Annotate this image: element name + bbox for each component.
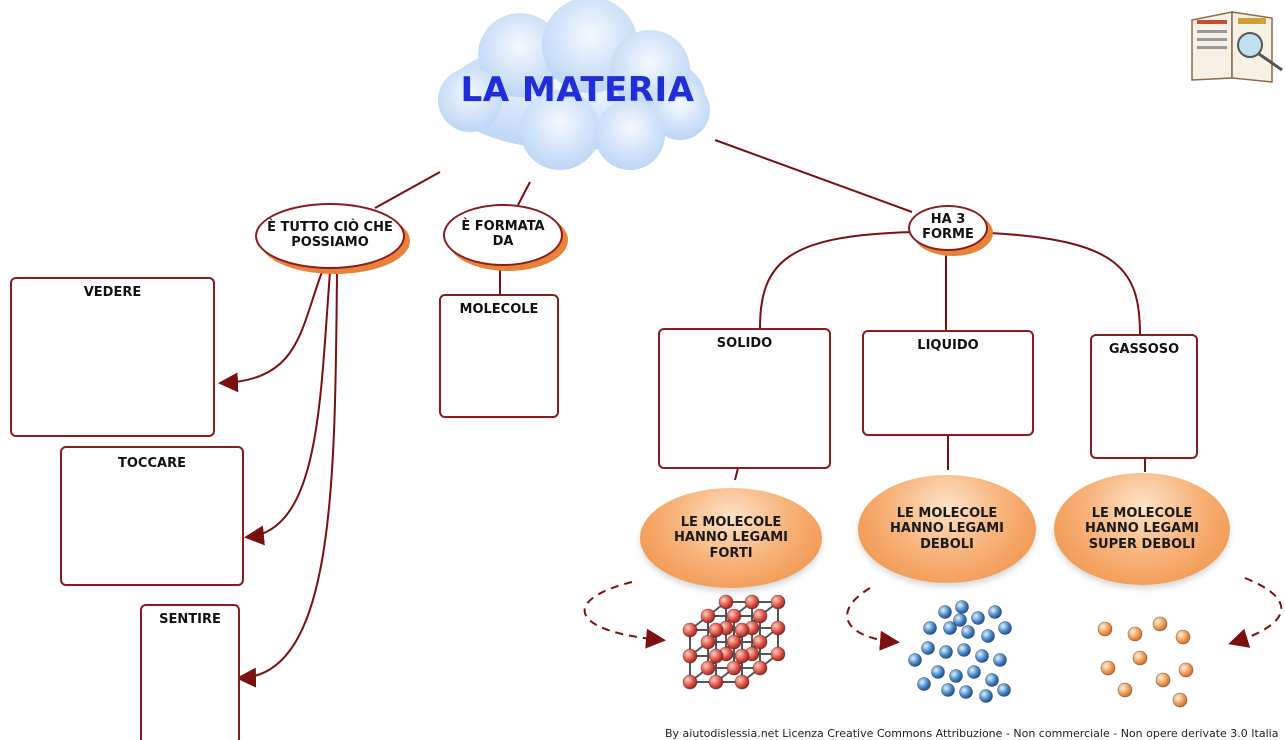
atom	[708, 674, 724, 690]
atom	[752, 634, 768, 650]
atom	[1155, 672, 1171, 688]
atom	[700, 608, 716, 624]
atom	[997, 683, 1011, 697]
atom	[1100, 660, 1116, 676]
license-credit: By aiutodislessia.net Licenza Creative C…	[665, 727, 1279, 740]
atom	[953, 613, 967, 627]
atom	[971, 611, 985, 625]
state-gas-label: GASSOSO	[1108, 342, 1180, 357]
atom	[967, 665, 981, 679]
atom	[959, 685, 973, 699]
atom	[981, 629, 995, 643]
atom	[734, 622, 750, 638]
atom	[957, 643, 971, 657]
branch-composed-label: È FORMATA DA	[461, 219, 545, 249]
sense-touch-label: TOCCARE	[118, 456, 186, 471]
atom	[1175, 629, 1191, 645]
atom	[708, 648, 724, 664]
title-cloud	[438, 0, 710, 170]
atom	[923, 621, 937, 635]
atom	[943, 621, 957, 635]
atom	[744, 594, 760, 610]
molecule-card: MOLECOLE	[439, 294, 559, 418]
state-solid-label: SOLIDO	[716, 336, 773, 351]
atom	[708, 622, 724, 638]
atom	[921, 641, 935, 655]
state-liquid-label: LIQUIDO	[917, 338, 979, 353]
atom	[1132, 650, 1148, 666]
solid-lattice-illustration	[682, 594, 786, 690]
atom	[770, 620, 786, 636]
atom	[931, 665, 945, 679]
atom	[734, 648, 750, 664]
liquid-molecules-illustration	[908, 600, 1012, 703]
branch-perceive: È TUTTO CIÒ CHE POSSIAMO	[255, 203, 405, 269]
atom	[682, 674, 698, 690]
molecule-label: MOLECOLE	[459, 302, 539, 317]
atom	[1172, 692, 1188, 708]
bond-pill-solid: LE MOLECOLE HANNO LEGAMI FORTI	[640, 488, 822, 588]
atom	[1178, 662, 1194, 678]
atom	[726, 634, 742, 650]
branch-perceive-label: È TUTTO CIÒ CHE POSSIAMO	[267, 220, 393, 250]
atom	[998, 621, 1012, 635]
state-card-solid: SOLIDO	[658, 328, 831, 469]
atom	[949, 669, 963, 683]
map-title: LA MATERIA	[460, 70, 695, 110]
atom	[979, 689, 993, 703]
connector-lines	[218, 139, 1146, 688]
atom	[975, 649, 989, 663]
atom	[700, 634, 716, 650]
sense-card-see: VEDERE	[10, 277, 215, 437]
dashed-arrows	[583, 577, 1283, 651]
atom	[682, 648, 698, 664]
atom	[734, 674, 750, 690]
atom	[961, 625, 975, 639]
atom	[718, 594, 734, 610]
sense-card-touch: TOCCARE	[60, 446, 244, 586]
atom	[1152, 616, 1168, 632]
sense-see-label: VEDERE	[83, 285, 142, 300]
atom	[726, 608, 742, 624]
atom	[682, 622, 698, 638]
atom	[1127, 626, 1143, 642]
bond-pill-liquid: LE MOLECOLE HANNO LEGAMI DEBOLI	[858, 475, 1036, 583]
atom	[941, 683, 955, 697]
branch-forms-label: HA 3 FORME	[922, 212, 974, 242]
atom	[908, 653, 922, 667]
atom	[770, 646, 786, 662]
atom	[770, 594, 786, 610]
atom	[1097, 621, 1113, 637]
atom	[938, 605, 952, 619]
book-logo	[1191, 11, 1283, 83]
atom	[988, 605, 1002, 619]
atom	[993, 653, 1007, 667]
atom	[939, 645, 953, 659]
atom	[700, 660, 716, 676]
sense-card-hear: SENTIRE	[140, 604, 240, 740]
state-card-liquid: LIQUIDO	[862, 330, 1034, 436]
bond-pill-gas: LE MOLECOLE HANNO LEGAMI SUPER DEBOLI	[1054, 473, 1230, 585]
atom	[917, 677, 931, 691]
atom	[985, 673, 999, 687]
atom	[752, 608, 768, 624]
branch-forms: HA 3 FORME	[908, 205, 988, 251]
sense-hear-label: SENTIRE	[159, 612, 221, 627]
atom	[955, 600, 969, 614]
state-card-gas: GASSOSO	[1090, 334, 1198, 459]
bond-liquid-label: LE MOLECOLE HANNO LEGAMI DEBOLI	[890, 505, 1004, 552]
branch-composed: È FORMATA DA	[443, 204, 563, 266]
bond-gas-label: LE MOLECOLE HANNO LEGAMI SUPER DEBOLI	[1085, 505, 1199, 552]
atom	[752, 660, 768, 676]
atom	[1117, 682, 1133, 698]
atom	[726, 660, 742, 676]
bond-solid-label: LE MOLECOLE HANNO LEGAMI FORTI	[674, 514, 788, 561]
gas-molecules-illustration	[1097, 616, 1194, 708]
